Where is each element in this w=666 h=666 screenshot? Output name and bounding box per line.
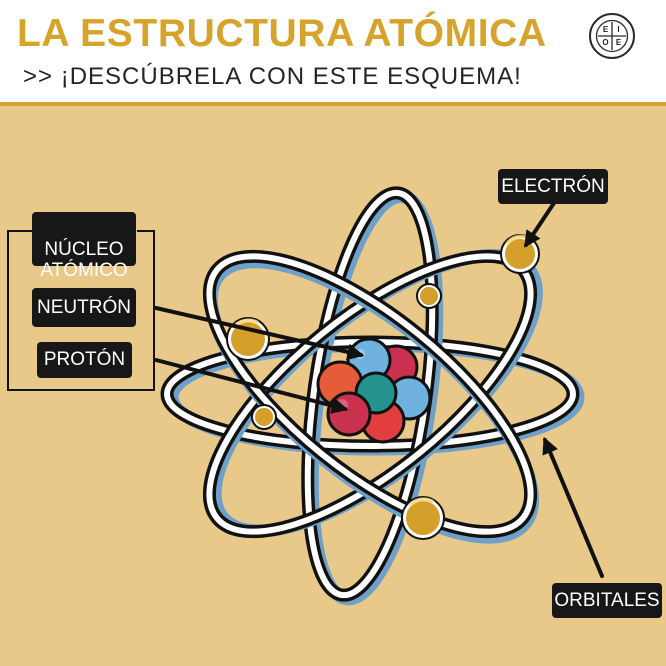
electron-label: ELECTRÓN bbox=[498, 169, 608, 204]
electron-particle bbox=[251, 404, 277, 430]
nucleus bbox=[316, 337, 432, 444]
header: LA ESTRUCTURA ATÓMICA >> ¡DESCÚBRELA CON… bbox=[0, 0, 666, 102]
orbitales-arrow bbox=[542, 436, 604, 578]
page-subtitle: >> ¡DESCÚBRELA CON ESTE ESQUEMA! bbox=[23, 63, 522, 90]
orbitales-text: ORBITALES bbox=[554, 590, 660, 611]
logo-letter-4: E bbox=[616, 38, 622, 47]
nucleus-bracket bbox=[7, 230, 155, 391]
proton-arrow bbox=[154, 358, 349, 414]
logo-letter-3: O bbox=[602, 38, 608, 47]
header-divider bbox=[0, 102, 666, 106]
logo-letter-1: E bbox=[603, 25, 609, 34]
nucleo-atomico-text: NÚCLEO ATÓMICO bbox=[40, 239, 128, 281]
proton-particle bbox=[326, 391, 372, 437]
orbitales-label: ORBITALES bbox=[552, 583, 662, 618]
euroinnova-logo-icon: E I O E bbox=[589, 13, 635, 59]
electron-particle bbox=[401, 496, 445, 540]
electron-arrow bbox=[524, 201, 556, 248]
electron-text: ELECTRÓN bbox=[501, 176, 605, 197]
neutron-arrow bbox=[154, 306, 365, 361]
nucleo-atomico-label: NÚCLEO ATÓMICO bbox=[32, 212, 136, 281]
logo-letter-2: I bbox=[617, 25, 619, 34]
neutron-text: NEUTRÓN bbox=[37, 297, 131, 318]
proton-label: PROTÓN bbox=[37, 342, 132, 378]
page-title: LA ESTRUCTURA ATÓMICA bbox=[17, 12, 547, 55]
electron-particle bbox=[416, 283, 442, 309]
neutron-label: NEUTRÓN bbox=[32, 288, 136, 327]
proton-text: PROTÓN bbox=[43, 349, 126, 370]
pointer-arrows bbox=[154, 201, 604, 578]
electron-particle bbox=[500, 234, 540, 274]
orbital-diagonal-right bbox=[202, 249, 540, 544]
